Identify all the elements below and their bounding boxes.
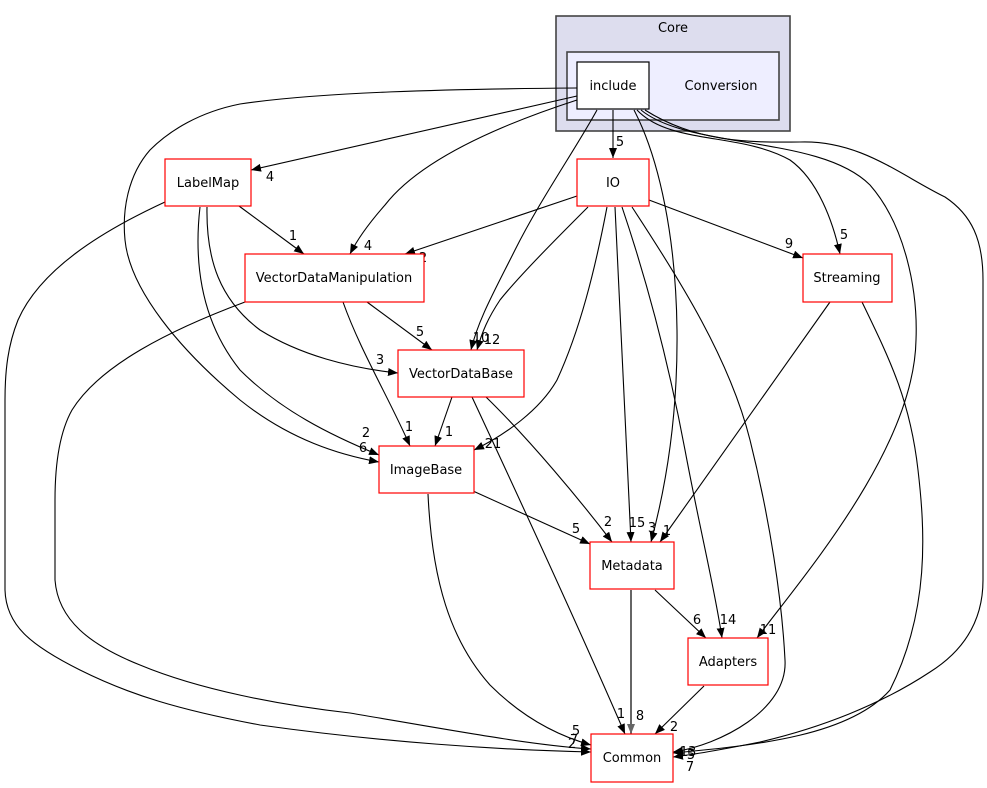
node-adapters-label: Adapters xyxy=(699,655,758,670)
node-labelmap-label: LabelMap xyxy=(177,176,240,191)
edge-labelmap-to-vectordatamanipulation xyxy=(238,205,305,255)
edge-label-metadata-to-adapters[interactable]: 6 xyxy=(693,613,701,628)
node-metadata[interactable]: Metadata xyxy=(589,541,675,590)
node-vectordatabase-box xyxy=(397,349,525,398)
edge-include-to-streaming xyxy=(636,109,842,255)
node-metadata-label: Metadata xyxy=(601,559,663,574)
edge-label-imagebase-to-metadata[interactable]: 5 xyxy=(572,522,580,537)
edge-imagebase-to-common xyxy=(427,493,592,747)
edge-include-to-adapters xyxy=(640,109,917,639)
edge-io-to-vectordatamanipulation xyxy=(404,195,578,255)
node-streaming-label: Streaming xyxy=(813,271,880,286)
edge-label-streaming-to-common[interactable]: 5 xyxy=(687,748,695,763)
edge-include-to-labelmap xyxy=(250,95,578,172)
cluster-conversion-label: Conversion xyxy=(685,79,758,94)
node-streaming[interactable]: Streaming xyxy=(802,253,893,303)
edge-include-to-vectordatamanipulation xyxy=(349,99,578,255)
edge-imagebase-to-metadata xyxy=(472,490,591,545)
edge-vectordatamanipulation-to-vectordatabase xyxy=(366,301,433,351)
edge-metadata-to-adapters xyxy=(654,589,707,639)
node-io-label: IO xyxy=(606,176,620,191)
edge-labelmap-to-common xyxy=(4,201,592,756)
edge-label-include-to-vectordatabase[interactable]: 10 xyxy=(473,331,490,346)
edge-label-vectordatamanipulation-to-vectordatabase[interactable]: 5 xyxy=(416,325,424,340)
node-vectordatamanipulation[interactable]: VectorDataManipulation xyxy=(244,253,425,303)
edge-label-imagebase-to-common[interactable]: 5 xyxy=(572,724,580,739)
node-labelmap-box xyxy=(164,158,252,207)
edge-vectordatabase-to-common xyxy=(471,396,626,735)
edge-label-include-to-adapters[interactable]: 11 xyxy=(760,623,777,638)
edge-label-labelmap-to-common[interactable]: 2 xyxy=(568,737,576,752)
edge-labelmap-to-imagebase xyxy=(197,206,380,456)
edge-label-include-to-vectordatamanipulation[interactable]: 4 xyxy=(364,239,372,254)
edge-label-io-to-imagebase[interactable]: 21 xyxy=(485,437,502,452)
edge-label-vectordatamanipulation-to-imagebase[interactable]: 1 xyxy=(405,420,413,435)
edge-label-include-to-metadata[interactable]: 3 xyxy=(648,521,656,536)
node-labelmap[interactable]: LabelMap xyxy=(164,158,252,207)
edge-label-streaming-to-metadata[interactable]: 1 xyxy=(663,524,671,539)
node-common-label: Common xyxy=(603,751,662,766)
edge-vectordatabase-to-metadata xyxy=(485,396,613,543)
edge-io-to-adapters xyxy=(621,206,725,639)
edge-label-include-to-io[interactable]: 5 xyxy=(616,135,624,150)
edge-label-labelmap-to-vectordatamanipulation[interactable]: 1 xyxy=(289,229,297,244)
node-adapters[interactable]: Adapters xyxy=(687,637,769,686)
edge-io-to-imagebase xyxy=(473,206,608,451)
edge-vectordatamanipulation-to-common xyxy=(54,301,592,753)
node-include-box xyxy=(576,61,650,110)
edge-label-vectordatabase-to-imagebase[interactable]: 1 xyxy=(445,425,453,440)
edge-label-include-to-common[interactable]: 7 xyxy=(686,760,694,775)
edge-streaming-to-metadata xyxy=(659,301,831,543)
edge-label-adapters-to-common[interactable]: 2 xyxy=(670,720,678,735)
node-io[interactable]: IO xyxy=(576,158,650,207)
node-metadata-box xyxy=(589,541,675,590)
node-streaming-box xyxy=(802,253,893,303)
edge-io-to-metadata xyxy=(614,206,635,543)
edge-vectordatamanipulation-to-imagebase xyxy=(342,301,411,447)
edge-label-vectordatabase-to-metadata[interactable]: 2 xyxy=(604,515,612,530)
edge-label-include-to-streaming[interactable]: 5 xyxy=(840,228,848,243)
node-common-box xyxy=(590,733,674,783)
edge-label-io-to-streaming[interactable]: 9 xyxy=(785,237,793,252)
edge-label-labelmap-to-vectordatabase[interactable]: 3 xyxy=(376,353,384,368)
edge-label-io-to-adapters[interactable]: 14 xyxy=(720,613,737,628)
edge-label-labelmap-to-imagebase[interactable]: 2 xyxy=(362,426,370,441)
node-imagebase-label: ImageBase xyxy=(390,463,462,478)
node-io-box xyxy=(576,158,650,207)
edge-vectordatabase-to-imagebase xyxy=(434,396,453,447)
edge-label-io-to-common[interactable]: 13 xyxy=(680,745,697,760)
node-include-label: include xyxy=(589,79,636,94)
edge-adapters-to-common xyxy=(654,685,705,735)
edge-io-to-vectordatabase xyxy=(475,206,589,351)
edge-label-include-to-imagebase[interactable]: 6 xyxy=(359,441,367,456)
node-vectordatabase-label: VectorDataBase xyxy=(409,367,513,382)
node-common[interactable]: Common xyxy=(590,733,674,783)
edge-streaming-to-common xyxy=(672,301,924,757)
edge-label-io-to-vectordatabase[interactable]: 12 xyxy=(484,333,501,348)
node-imagebase[interactable]: ImageBase xyxy=(378,445,475,494)
node-vectordatamanipulation-label: VectorDataManipulation xyxy=(256,271,412,286)
edge-include-to-common xyxy=(644,109,984,760)
edge-label-vectordatamanipulation-to-common[interactable]: 7 xyxy=(570,733,578,748)
node-vectordatabase[interactable]: VectorDataBase xyxy=(397,349,525,398)
edge-label-vectordatabase-to-common[interactable]: 1 xyxy=(617,707,625,722)
node-vectordatamanipulation-box xyxy=(244,253,425,303)
edge-labelmap-to-vectordatabase xyxy=(206,206,399,376)
node-adapters-box xyxy=(687,637,769,686)
edge-label-metadata-to-common[interactable]: 8 xyxy=(636,709,644,724)
edge-io-to-common xyxy=(631,206,786,755)
edge-include-to-metadata xyxy=(633,109,678,543)
edges: 4410653511713222912211514135171512155682 xyxy=(4,87,984,775)
edge-include-to-imagebase xyxy=(123,87,578,465)
edge-label-include-to-labelmap[interactable]: 4 xyxy=(266,170,274,185)
node-imagebase-box xyxy=(378,445,475,494)
edge-io-to-streaming xyxy=(648,199,804,259)
edge-label-io-to-metadata[interactable]: 15 xyxy=(629,516,646,531)
cluster-core-label: Core xyxy=(658,21,688,36)
node-include[interactable]: include xyxy=(576,61,650,110)
edge-include-to-vectordatabase xyxy=(469,109,598,351)
